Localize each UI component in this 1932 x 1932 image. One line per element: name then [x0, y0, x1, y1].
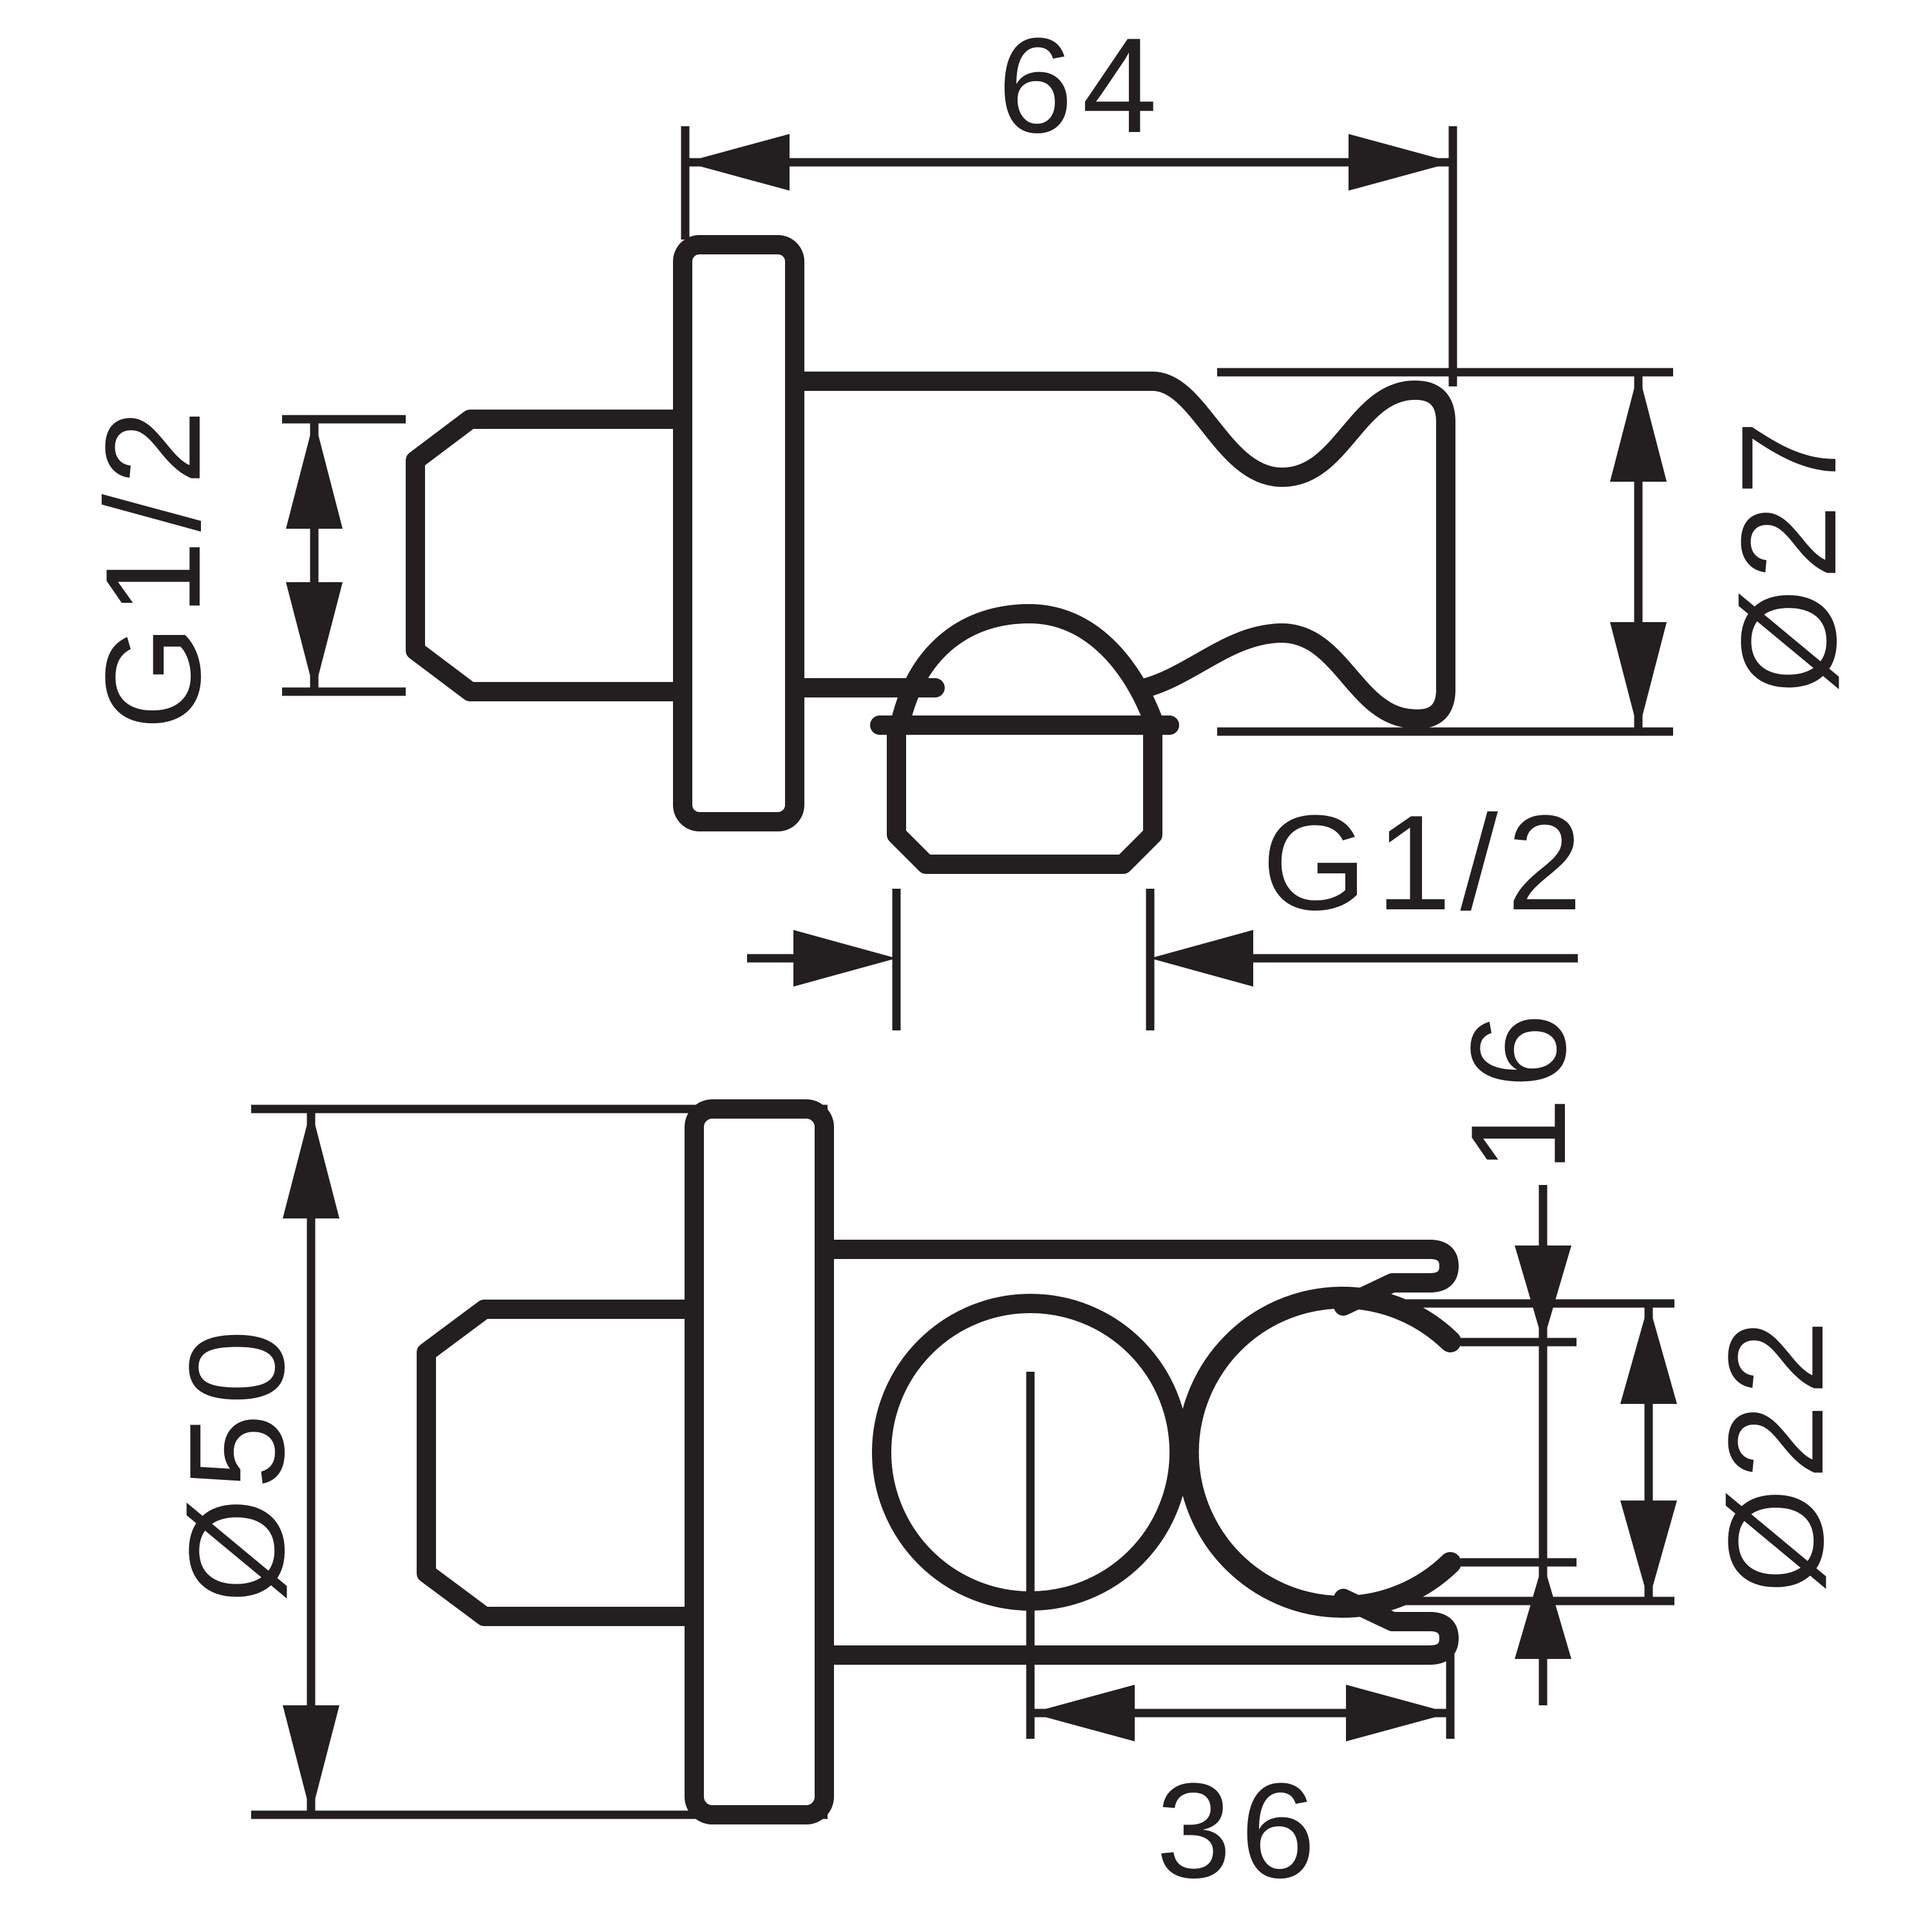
- arrowhead-up: [286, 419, 343, 529]
- dim-label-16: 16: [1443, 1004, 1594, 1173]
- dim-label-diameter-27: Ø27: [1713, 412, 1864, 694]
- dim-fork-inner-diameter: Ø22: [1381, 1299, 1852, 1605]
- arrowhead-up: [1620, 1303, 1677, 1404]
- arrowhead-down: [1515, 1245, 1571, 1342]
- dim-projection-width: 64: [681, 10, 1457, 386]
- inlet-connector-outline: [417, 1300, 704, 1626]
- arrowhead-right: [793, 930, 896, 987]
- dim-flange-diameter: Ø50: [161, 1104, 828, 1819]
- dim-inlet-thread: G1/2: [77, 401, 406, 730]
- dim-label-diameter-22: Ø22: [1700, 1311, 1852, 1594]
- arrowhead-right: [1346, 1685, 1450, 1741]
- wall-flange-outline: [685, 1099, 834, 1824]
- arrowhead-up: [1610, 372, 1667, 482]
- fork-c-ring: [1177, 1287, 1461, 1618]
- arrowhead-down: [286, 582, 343, 692]
- inlet-connector-outline: [406, 410, 692, 701]
- dim-fork-slot-width: 16: [1443, 1004, 1594, 1705]
- arrowhead-up: [283, 1109, 339, 1218]
- dim-label-diameter-50: Ø50: [161, 1321, 312, 1604]
- arrowhead-left: [1150, 930, 1253, 987]
- dim-label-inlet-g12: G1/2: [77, 401, 229, 730]
- dim-label-outlet-g12: G1/2: [1262, 787, 1591, 938]
- wall-flange-outline: [673, 235, 804, 831]
- dim-outlet-thread: G1/2: [747, 787, 1591, 1030]
- outlet-nut-outline: [887, 715, 1162, 874]
- arrowhead-down: [1610, 622, 1667, 732]
- body-bottom-edge-and-fork-prong: [815, 1589, 1459, 1665]
- outlet-dome-outline: [891, 604, 1164, 732]
- arrowhead-right: [1349, 134, 1453, 191]
- dim-label-36: 36: [1156, 1755, 1325, 1906]
- dim-holder-diameter: Ø27: [1217, 368, 1864, 736]
- arrowhead-left: [685, 134, 790, 191]
- side-view: 64 G1/2 Ø27: [77, 10, 1864, 1030]
- holder-body-outline: [785, 372, 1455, 729]
- dim-label-64: 64: [998, 10, 1166, 161]
- bottom-view: Ø50 16 Ø22: [161, 1004, 1852, 1906]
- body-top-edge-and-fork-prong: [815, 1240, 1459, 1316]
- arrowhead-left: [1030, 1685, 1135, 1741]
- dim-holder-center-offset: 36: [1030, 1646, 1455, 1906]
- arrowhead-down: [1620, 1501, 1677, 1601]
- arrowhead-down: [283, 1705, 339, 1815]
